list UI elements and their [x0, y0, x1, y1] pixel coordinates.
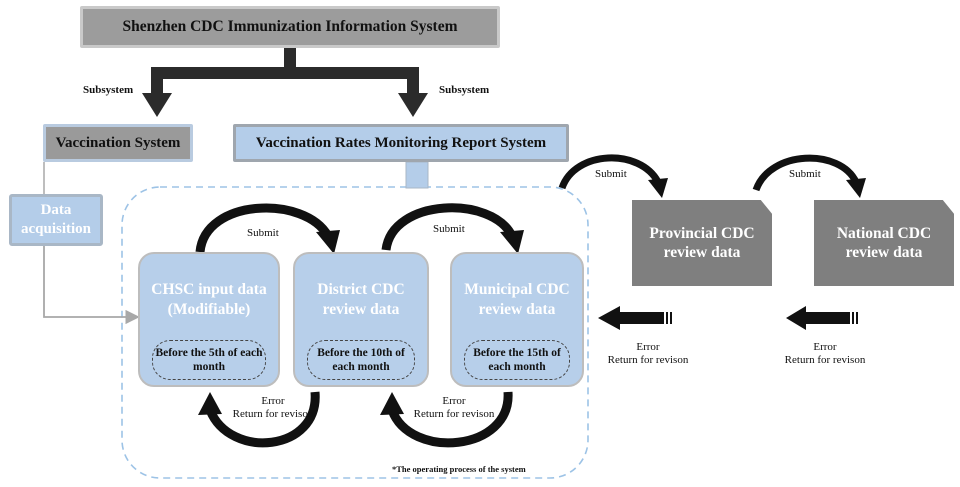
system-title: Shenzhen CDC Immunization Information Sy…	[122, 18, 458, 35]
return-text-1: Return for revison	[232, 408, 314, 420]
system-title-box: Shenzhen CDC Immunization Information Sy…	[80, 6, 500, 48]
stage-chsc: CHSC input data (Modifiable) Before the …	[138, 252, 280, 387]
error-text-4: Error	[813, 341, 837, 353]
stage-district-title: District CDC review data	[317, 281, 405, 318]
national-review-label: National CDC review data	[836, 225, 932, 261]
submit-arc-provincial	[558, 154, 662, 190]
return-text-3: Return for revison	[607, 354, 689, 366]
submit-arc-national	[752, 154, 860, 192]
submit-arc-1	[195, 203, 332, 253]
stage-chsc-title: CHSC input data (Modifiable)	[151, 281, 267, 318]
error-text-2: Error	[442, 395, 466, 407]
submit-arc-2	[381, 203, 517, 251]
stage-chsc-deadline: Before the 5th of each month	[152, 340, 266, 380]
return-arc-2	[387, 391, 513, 448]
subsystem-label-right: Subsystem	[439, 84, 490, 96]
stage-municipal-deadline: Before the 15th of each month	[464, 340, 570, 380]
data-acquisition-box: Data acquisition	[9, 194, 103, 246]
submit-label-2: Submit	[433, 223, 465, 235]
error-label-4: Error Return for revison	[775, 341, 875, 367]
monitoring-system-box: Vaccination Rates Monitoring Report Syst…	[233, 124, 569, 162]
submit-label-1: Submit	[247, 227, 279, 239]
error-label-2: Error Return for revison	[404, 395, 504, 421]
return-arc-1	[205, 391, 320, 448]
submit-label-3: Submit	[595, 168, 627, 180]
national-review-box: National CDC review data	[814, 200, 954, 286]
arrow-to-vaccination	[142, 93, 172, 117]
error-label-3: Error Return for revison	[598, 341, 698, 367]
stage-municipal: Municipal CDC review data Before the 15t…	[450, 252, 584, 387]
data-acquisition-label: Data acquisition	[21, 202, 92, 237]
stage-district-deadline: Before the 10th of each month	[307, 340, 415, 380]
error-text-1: Error	[261, 395, 285, 407]
footnote: *The operating process of the system	[392, 464, 526, 474]
submit-label-4: Submit	[789, 168, 821, 180]
stage-district: District CDC review data Before the 10th…	[293, 252, 429, 387]
acquisition-flow-line	[43, 246, 140, 325]
vaccination-system-label: Vaccination System	[55, 134, 181, 151]
monitoring-connector	[405, 161, 429, 189]
monitoring-system-label: Vaccination Rates Monitoring Report Syst…	[255, 134, 547, 151]
vaccination-system-box: Vaccination System	[43, 124, 193, 162]
error-label-1: Error Return for revison	[223, 395, 323, 421]
return-arrow-national	[786, 306, 858, 330]
arrow-to-monitoring	[398, 93, 428, 117]
subsystem-label-left: Subsystem	[83, 84, 134, 96]
system-process-container	[121, 186, 589, 479]
provincial-review-label: Provincial CDC review data	[649, 225, 755, 261]
return-arrow-provincial	[598, 306, 672, 330]
return-text-2: Return for revison	[413, 408, 495, 420]
provincial-review-box: Provincial CDC review data	[632, 200, 772, 286]
stage-municipal-title: Municipal CDC review data	[464, 281, 570, 318]
return-text-4: Return for revison	[784, 354, 866, 366]
error-text-3: Error	[636, 341, 660, 353]
